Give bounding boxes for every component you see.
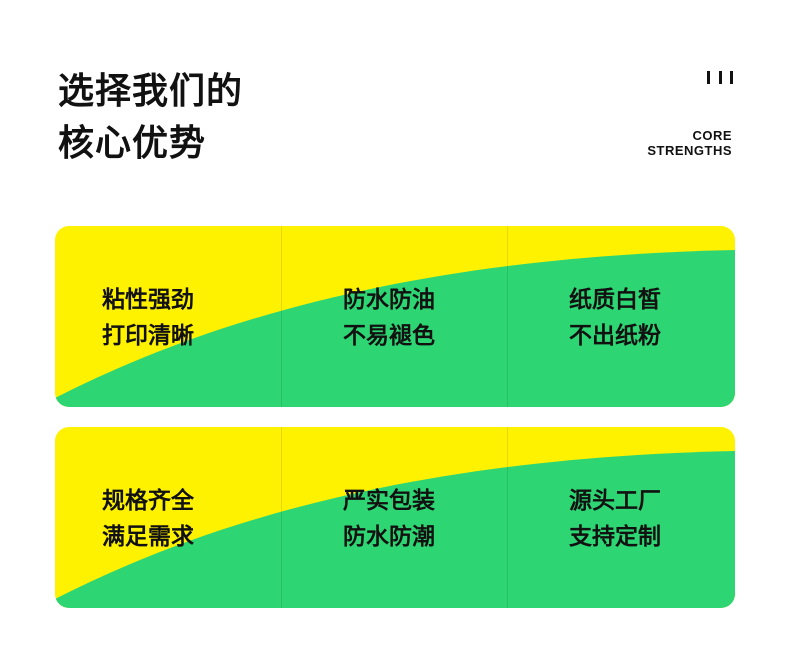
strength-line-2: 满足需求 [102, 524, 194, 550]
subtitle-line-1: CORE [692, 128, 732, 143]
title-line-2: 核心优势 [58, 123, 207, 164]
strengths-card-1: 粘性强劲 打印清晰 防水防油 不易褪色 纸质白皙 不出纸粉 [55, 226, 735, 407]
strengths-card-2: 规格齐全 满足需求 严实包装 防水防潮 源头工厂 支持定制 [55, 427, 735, 608]
page-title: 选择我们的 核心优势 [58, 66, 243, 170]
page-subtitle: CORE STRENGTHS [647, 128, 732, 158]
strength-line-1: 源头工厂 [569, 488, 661, 514]
strength-item: 源头工厂 支持定制 [569, 483, 735, 555]
bar-mark [730, 71, 733, 84]
strength-line-1: 粘性强劲 [102, 287, 194, 313]
strength-item: 规格齐全 满足需求 [102, 483, 328, 555]
strength-item: 防水防油 不易褪色 [343, 282, 569, 354]
column-divider [281, 427, 282, 608]
three-vertical-bars-icon [707, 71, 733, 85]
bar-mark [707, 71, 710, 84]
column-divider [507, 226, 508, 407]
strength-item: 纸质白皙 不出纸粉 [569, 282, 735, 354]
column-divider [281, 226, 282, 407]
strength-line-2: 不出纸粉 [569, 323, 661, 349]
bar-mark [718, 71, 722, 84]
strength-line-2: 支持定制 [569, 524, 661, 550]
strength-line-1: 防水防油 [343, 287, 435, 313]
strength-item: 粘性强劲 打印清晰 [102, 282, 328, 354]
strength-line-2: 防水防潮 [343, 524, 435, 550]
subtitle-line-2: STRENGTHS [647, 143, 732, 158]
strength-line-1: 规格齐全 [102, 488, 194, 514]
strength-item: 严实包装 防水防潮 [343, 483, 569, 555]
green-wave-shape [55, 250, 735, 407]
column-divider [507, 427, 508, 608]
title-line-1: 选择我们的 [58, 71, 244, 112]
strength-line-1: 严实包装 [343, 488, 435, 514]
strength-line-1: 纸质白皙 [569, 287, 661, 313]
green-wave-shape [55, 451, 735, 608]
strength-line-2: 打印清晰 [102, 323, 194, 349]
strength-line-2: 不易褪色 [343, 323, 435, 349]
